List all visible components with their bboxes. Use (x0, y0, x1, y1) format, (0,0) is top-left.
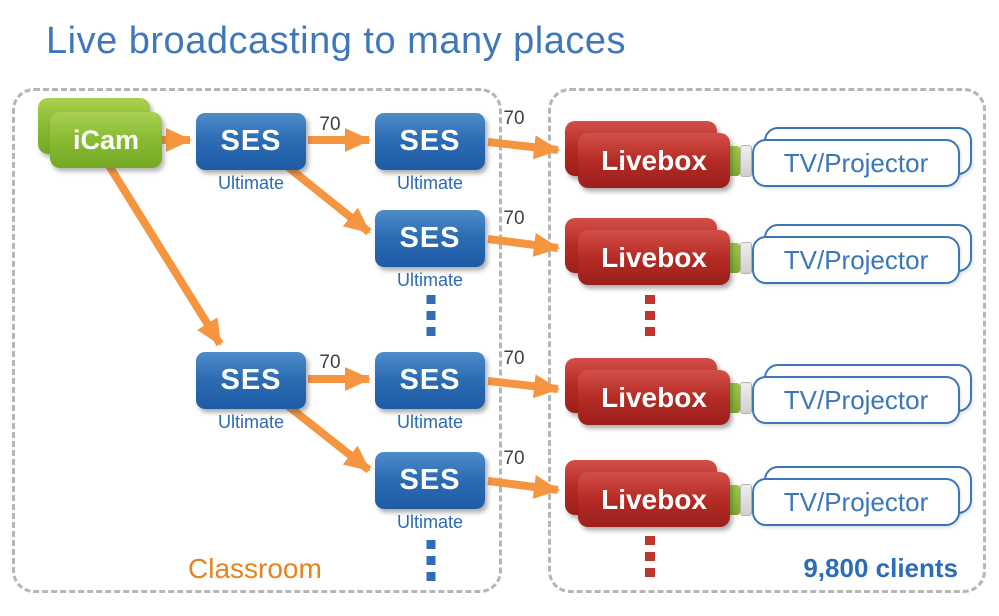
icam-node: iCam (50, 112, 162, 168)
livebox-node-4: Livebox (578, 472, 730, 527)
ses-node-1: SES (196, 113, 306, 170)
tv-connector-tab-4 (740, 484, 752, 516)
fanout-label-4: 70 (319, 352, 341, 373)
clients-label: 9,800 clients (803, 553, 958, 583)
ses-caption-1: Ultimate (217, 173, 284, 193)
arrow-ses2-livebox1 (487, 135, 560, 160)
clients-region (548, 88, 986, 593)
tv-connector-tab-1 (740, 145, 752, 177)
tv-node-4: TV/Projector (752, 478, 960, 526)
classroom-label: Classroom (188, 553, 322, 584)
tv-node-3: TV/Projector (752, 376, 960, 424)
fanout-label-6: 70 (503, 448, 525, 469)
ses-node-2: SES (375, 113, 485, 170)
fanout-label-1: 70 (319, 114, 341, 135)
fanout-label-2: 70 (503, 108, 525, 129)
ses-caption-3: Ultimate (396, 270, 463, 290)
tv-node-2: TV/Projector (752, 236, 960, 284)
ses-node-5: SES (375, 352, 485, 409)
livebox-node-2: Livebox (578, 230, 730, 285)
ses-node-3: SES (375, 210, 485, 267)
arrow-ses4-ses6 (280, 398, 372, 474)
ses-node-4: SES (196, 352, 306, 409)
arrow-icam-ses4 (104, 161, 224, 347)
diagram-title: Live broadcasting to many places (46, 20, 626, 62)
arrow-ses3-livebox2 (487, 233, 560, 257)
fanout-label-5: 70 (503, 348, 525, 369)
classroom-region (12, 88, 502, 593)
ses-caption-5: Ultimate (396, 412, 463, 432)
fanout-label-3: 70 (503, 208, 525, 229)
tv-connector-tab-3 (740, 382, 752, 414)
arrow-ses1-ses3 (280, 159, 372, 236)
ses-caption-6: Ultimate (396, 512, 463, 532)
livebox-node-1: Livebox (578, 133, 730, 188)
tv-node-1: TV/Projector (752, 139, 960, 187)
tv-connector-tab-2 (740, 242, 752, 274)
ses-caption-2: Ultimate (396, 173, 463, 193)
arrow-ses6-livebox4 (487, 475, 560, 499)
livebox-node-3: Livebox (578, 370, 730, 425)
arrow-ses5-livebox3 (487, 374, 560, 399)
ses-node-6: SES (375, 452, 485, 509)
ses-caption-4: Ultimate (217, 412, 284, 432)
